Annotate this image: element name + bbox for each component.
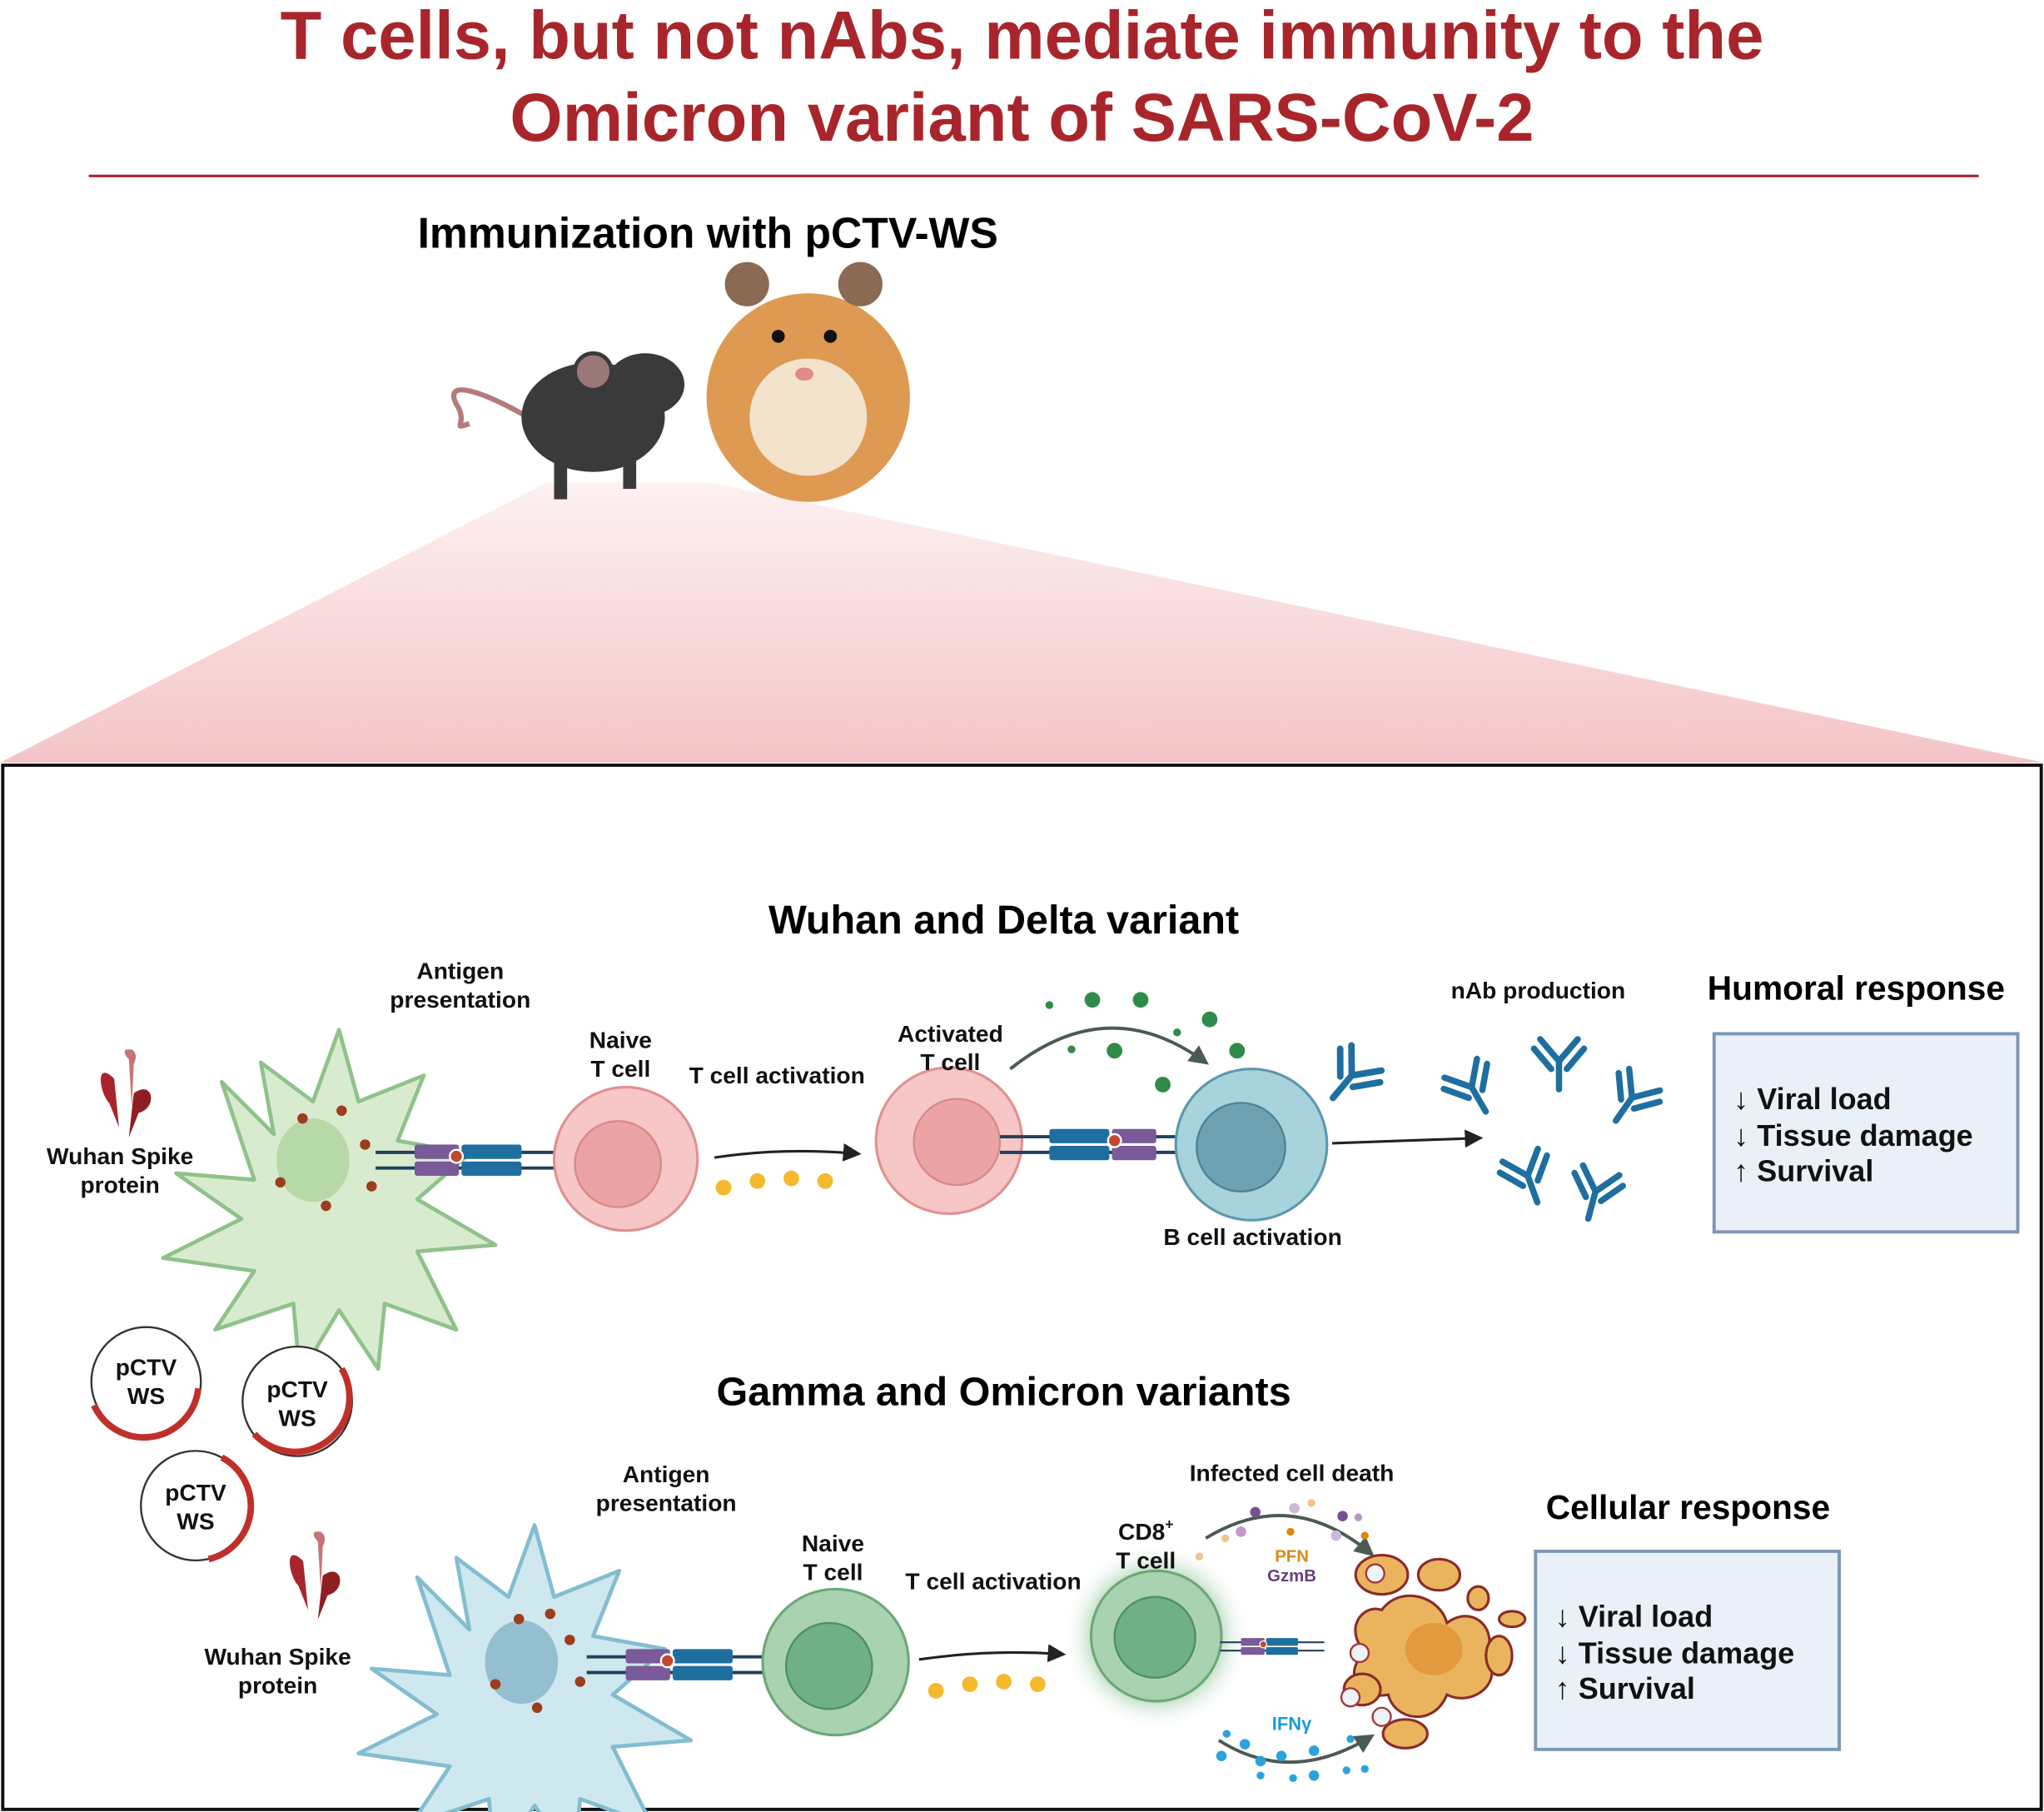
antigen-label-line1: Antigen bbox=[623, 1461, 710, 1487]
naive-t-cell-pink bbox=[552, 1086, 699, 1232]
spike-protein-icon bbox=[290, 1531, 341, 1620]
zoom-fan bbox=[0, 482, 2044, 763]
granule-dots bbox=[1195, 1499, 1369, 1561]
svg-text:↓ Viral load: ↓ Viral load bbox=[1733, 1082, 1891, 1116]
arrow-down-icon: ↓ bbox=[1733, 1082, 1748, 1116]
outcome-viral-load: Viral load bbox=[1757, 1082, 1891, 1116]
cd8-label-line2: T cell bbox=[1116, 1546, 1176, 1573]
plasmid-label: pCTV bbox=[116, 1354, 177, 1381]
t-cell-activation-label: T cell activation bbox=[689, 1062, 865, 1088]
cytokine-arrow bbox=[1009, 1026, 1210, 1071]
nab-arrow bbox=[1332, 1129, 1484, 1148]
svg-text:↑ Survival: ↑ Survival bbox=[1733, 1153, 1873, 1187]
green-cytokine-dots bbox=[1045, 992, 1246, 1093]
antigen-label-line1: Antigen bbox=[416, 958, 504, 984]
outcome-viral-load: Viral load bbox=[1579, 1600, 1713, 1634]
humoral-response-title: Humoral response bbox=[1708, 969, 2005, 1008]
activation-arrow bbox=[918, 1644, 1067, 1663]
pfn-label: PFN bbox=[1275, 1547, 1309, 1566]
svg-text:↓ Viral load: ↓ Viral load bbox=[1555, 1600, 1713, 1634]
bottom-panel-title: Gamma and Omicron variants bbox=[716, 1370, 1291, 1415]
antigen-label-line2: presentation bbox=[596, 1489, 737, 1516]
naive-t-cell-green bbox=[761, 1587, 910, 1737]
plasmid-label: WS bbox=[127, 1382, 165, 1409]
b-cell-activation-label: B cell activation bbox=[1163, 1223, 1341, 1250]
naive-label-line1: Naive bbox=[802, 1530, 864, 1556]
arrow-up-icon: ↑ bbox=[1733, 1153, 1748, 1187]
svg-text:↑ Survival: ↑ Survival bbox=[1555, 1671, 1695, 1705]
spike-label-line2: protein bbox=[80, 1171, 159, 1197]
antibody-icon bbox=[1595, 1065, 1665, 1135]
cd8-text: CD8 bbox=[1118, 1518, 1165, 1545]
mouse-illustration bbox=[450, 351, 685, 500]
activation-arrow bbox=[714, 1143, 862, 1162]
cellular-response-title: Cellular response bbox=[1546, 1488, 1830, 1526]
hamster-illustration bbox=[706, 261, 910, 502]
spike-label-line2: protein bbox=[238, 1672, 317, 1699]
cd8-label-line1: CD8+ bbox=[1118, 1516, 1173, 1545]
spike-label-line1: Wuhan Spike bbox=[47, 1142, 193, 1169]
top-panel-title: Wuhan and Delta variant bbox=[768, 898, 1239, 943]
outcome-tissue-damage: Tissue damage bbox=[1579, 1636, 1794, 1670]
outcome-survival: Survival bbox=[1579, 1671, 1695, 1705]
activated-label-line2: T cell bbox=[920, 1048, 980, 1075]
t-cell-activation-label: T cell activation bbox=[905, 1567, 1081, 1594]
arrow-up-icon: ↑ bbox=[1555, 1671, 1570, 1705]
immunization-label: Immunization with pCTV-WS bbox=[418, 208, 998, 256]
plasmid-2: pCTV WS bbox=[241, 1345, 354, 1457]
infected-cell-death-label: Infected cell death bbox=[1190, 1459, 1395, 1486]
antibody-icon bbox=[1313, 1041, 1386, 1114]
arrow-down-icon: ↓ bbox=[1555, 1636, 1570, 1670]
antibody-icon bbox=[1497, 1147, 1561, 1211]
plasmid-label: pCTV bbox=[266, 1376, 328, 1402]
spike-label-line1: Wuhan Spike bbox=[204, 1643, 351, 1670]
naive-label-line2: T cell bbox=[590, 1055, 650, 1082]
outcome-survival: Survival bbox=[1757, 1153, 1873, 1187]
ifng-dots bbox=[1216, 1730, 1369, 1782]
spike-protein-icon bbox=[101, 1049, 152, 1137]
gzmb-label: GzmB bbox=[1267, 1567, 1316, 1586]
antibody-icon bbox=[1564, 1164, 1626, 1226]
cellular-outcomes: ↓ Viral load ↓ Tissue damage ↑ Survival bbox=[1555, 1600, 1794, 1705]
title-line-1: T cells, but not nAbs, mediate immunity … bbox=[281, 0, 1764, 73]
title-line-2: Omicron variant of SARS-CoV-2 bbox=[510, 80, 1534, 156]
plasmid-3: pCTV WS bbox=[140, 1450, 255, 1563]
cd8-superscript: + bbox=[1165, 1516, 1173, 1532]
ifng-label: IFNγ bbox=[1272, 1713, 1312, 1734]
arrow-down-icon: ↓ bbox=[1555, 1600, 1570, 1634]
infected-cell bbox=[1340, 1554, 1527, 1750]
plasmid-1: pCTV WS bbox=[90, 1326, 202, 1441]
nab-production-label: nAb production bbox=[1451, 977, 1626, 1003]
antibody-icon bbox=[1534, 1039, 1584, 1089]
humoral-outcomes: ↓ Viral load ↓ Tissue damage ↑ Survival bbox=[1733, 1082, 1972, 1187]
tcr-bcell-complex-icon bbox=[999, 1127, 1196, 1162]
ifng-arrow bbox=[1217, 1734, 1375, 1765]
svg-text:↓ Tissue damage: ↓ Tissue damage bbox=[1555, 1636, 1794, 1670]
outcome-tissue-damage: Tissue damage bbox=[1757, 1118, 1972, 1152]
humoral-outcomes-box bbox=[1712, 1032, 2020, 1234]
activated-label-line1: Activated bbox=[898, 1020, 1003, 1047]
plasmid-label: WS bbox=[177, 1507, 214, 1534]
cytokine-dots bbox=[928, 1674, 1046, 1699]
naive-label-line1: Naive bbox=[589, 1027, 652, 1053]
dendritic-cell-blue bbox=[356, 1523, 694, 1812]
plasmid-label: WS bbox=[278, 1405, 316, 1431]
plasmid-label: pCTV bbox=[165, 1479, 226, 1506]
cellular-outcomes-box bbox=[1534, 1549, 1842, 1751]
dendritic-cell-green bbox=[161, 1028, 498, 1377]
cytokine-dots bbox=[715, 1170, 833, 1196]
cd8-t-cell bbox=[1062, 1541, 1251, 1730]
b-cell bbox=[1174, 1068, 1329, 1222]
arrow-down-icon: ↓ bbox=[1733, 1118, 1748, 1152]
svg-text:↓ Tissue damage: ↓ Tissue damage bbox=[1733, 1118, 1972, 1152]
mechanism-panel bbox=[1, 763, 2043, 1811]
antibody-icon bbox=[1439, 1056, 1507, 1124]
activated-t-cell bbox=[874, 1066, 1024, 1216]
cytotoxic-arrow bbox=[1205, 1514, 1375, 1557]
antigen-label-line2: presentation bbox=[390, 986, 530, 1013]
antibodies-group bbox=[1439, 1039, 1664, 1225]
naive-label-line2: T cell bbox=[803, 1558, 863, 1585]
